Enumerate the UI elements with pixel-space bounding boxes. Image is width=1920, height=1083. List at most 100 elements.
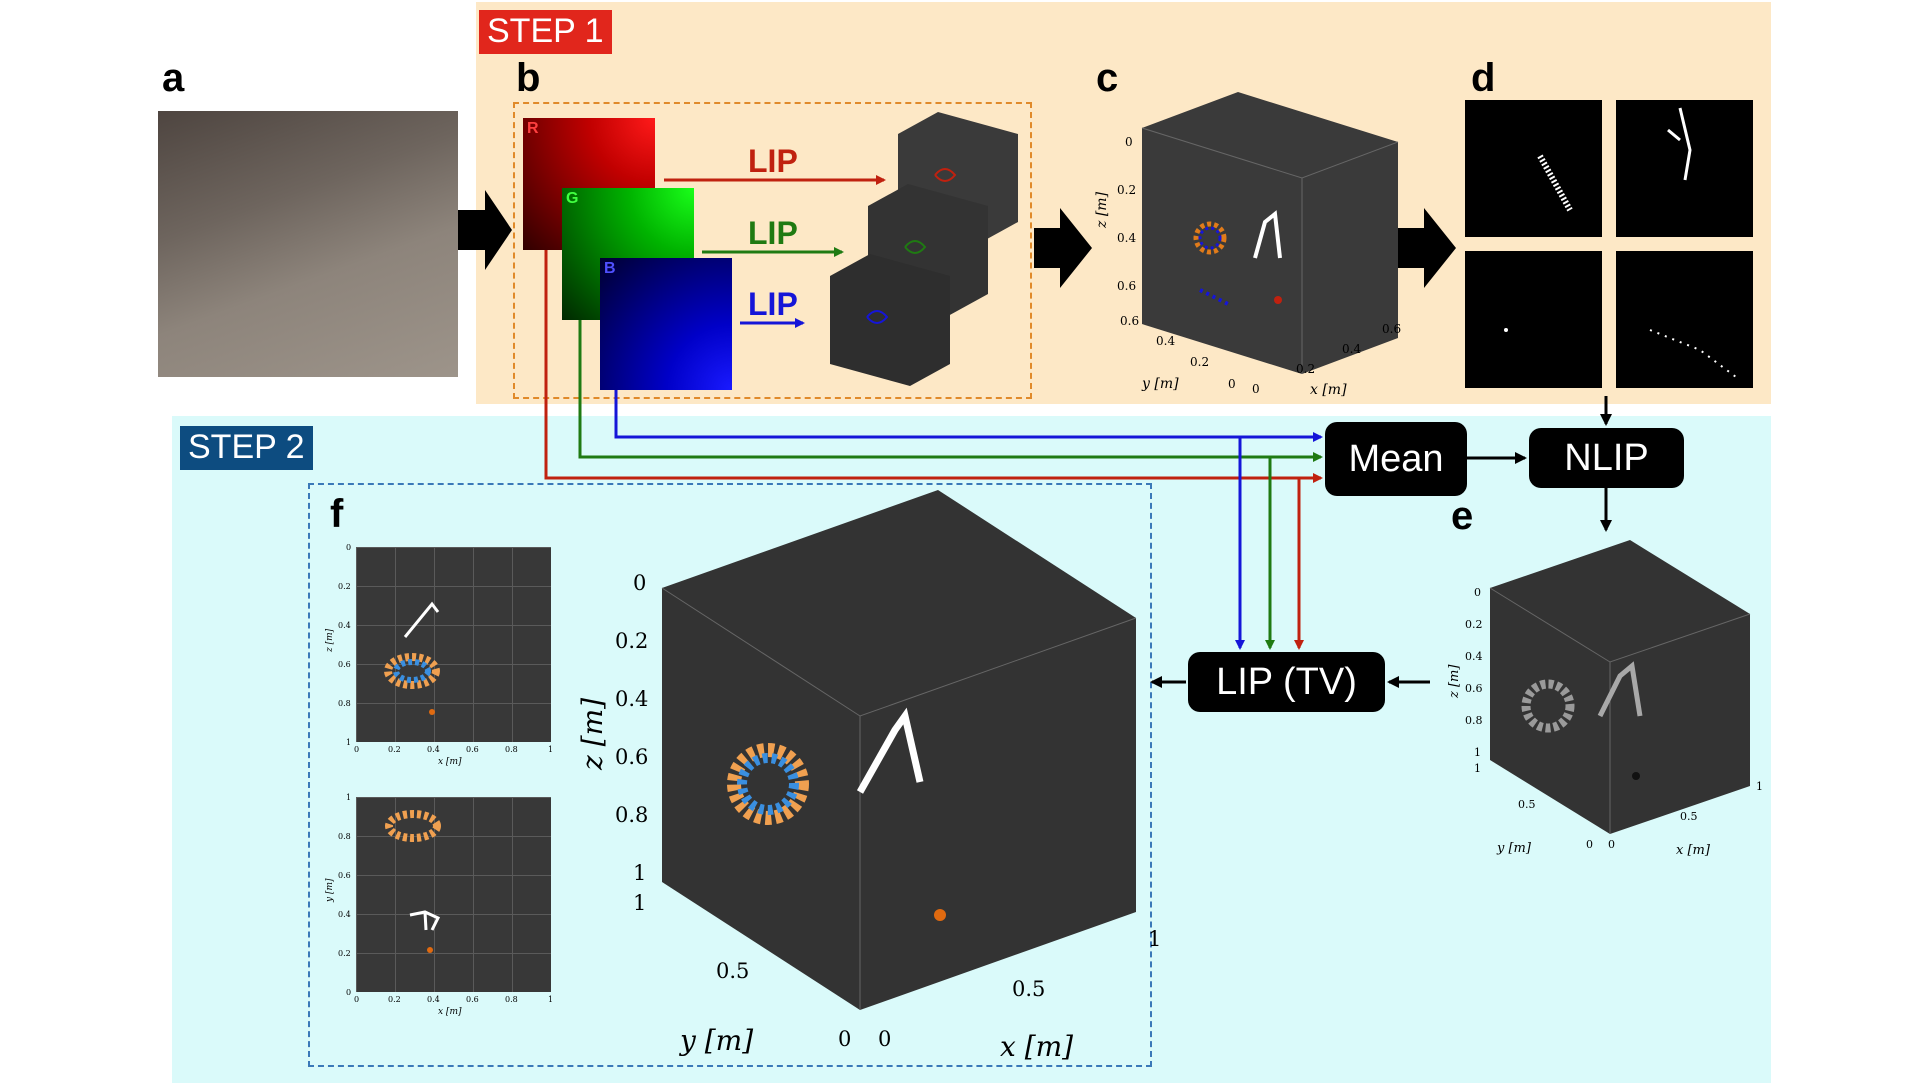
svg-text:0.4: 0.4: [615, 687, 648, 711]
route-blue-to-mean: [614, 390, 1323, 442]
projection-plot-xz: [356, 547, 551, 742]
step2-badge: STEP 2: [180, 426, 313, 470]
svg-text:0.6: 0.6: [338, 660, 351, 669]
svg-text:x [m]: x [m]: [1000, 1030, 1073, 1063]
result-box: [308, 483, 1152, 1067]
svg-text:0.4: 0.4: [427, 745, 440, 754]
mask-tile-1: [1465, 100, 1602, 237]
cube-e: [1489, 540, 1751, 834]
svg-text:0.5: 0.5: [1518, 798, 1536, 811]
svg-text:0: 0: [354, 995, 359, 1004]
route-red-to-mean: [544, 250, 1323, 483]
svg-text:0: 0: [838, 1027, 851, 1051]
svg-text:0.8: 0.8: [505, 995, 518, 1004]
svg-text:0.6: 0.6: [466, 745, 479, 754]
svg-text:1: 1: [1474, 762, 1481, 775]
svg-text:0.5: 0.5: [716, 959, 749, 983]
svg-text:0: 0: [1586, 838, 1593, 851]
svg-text:1: 1: [346, 738, 351, 747]
step1-badge: STEP 1: [479, 10, 612, 54]
svg-text:x [m]: x [m]: [438, 1007, 462, 1017]
svg-text:1: 1: [548, 995, 553, 1004]
big-arrow-a-to-b: [458, 190, 512, 270]
lip-label-blue: LIP: [748, 286, 798, 322]
lip-stage-box: [513, 102, 1032, 399]
svg-text:0.4: 0.4: [338, 910, 351, 919]
svg-text:0: 0: [1125, 135, 1133, 149]
svg-text:0.6: 0.6: [466, 995, 479, 1004]
svg-text:0.5: 0.5: [1680, 810, 1698, 823]
svg-text:0: 0: [1228, 377, 1236, 391]
svg-text:z [m]: z [m]: [325, 628, 335, 653]
lip-output-cubes: [830, 112, 1018, 386]
svg-text:0.2: 0.2: [1117, 183, 1136, 197]
lip-tv-box: LIP (TV): [1188, 652, 1385, 712]
mask-content: [1504, 107, 1741, 381]
svg-text:0.6: 0.6: [1117, 279, 1136, 293]
green-channel-label: G: [566, 190, 579, 207]
svg-text:x [m]: x [m]: [1676, 843, 1711, 858]
lip-label-red: LIP: [748, 143, 798, 179]
svg-text:0.8: 0.8: [505, 745, 518, 754]
svg-text:0.2: 0.2: [388, 745, 401, 754]
svg-text:0.5: 0.5: [1012, 977, 1045, 1001]
cube-f: [661, 490, 1137, 1010]
panel-label-f: f: [330, 492, 344, 536]
mask-tile-3: [1465, 251, 1602, 388]
cube-c: [1141, 92, 1399, 374]
svg-text:0: 0: [1608, 838, 1615, 851]
svg-text:0.8: 0.8: [615, 803, 648, 827]
projection-xz-points: [384, 601, 440, 715]
svg-text:0.4: 0.4: [1342, 342, 1361, 356]
svg-text:z [m]: z [m]: [1094, 191, 1110, 229]
svg-text:0: 0: [346, 988, 351, 997]
svg-text:0.6: 0.6: [1382, 322, 1401, 336]
svg-text:y [m]: y [m]: [1141, 376, 1179, 392]
svg-text:0.2: 0.2: [615, 629, 648, 653]
route-green-to-mean: [578, 320, 1323, 462]
mask-tile-4: [1616, 251, 1753, 388]
svg-text:0.8: 0.8: [338, 699, 351, 708]
panel-label-a: a: [162, 56, 185, 100]
svg-text:z [m]: z [m]: [576, 698, 609, 771]
svg-text:0: 0: [878, 1027, 891, 1051]
nlip-box: NLIP: [1529, 428, 1684, 488]
svg-text:0.6: 0.6: [615, 745, 648, 769]
svg-text:0.6: 0.6: [1120, 314, 1139, 328]
lip-label-green: LIP: [748, 215, 798, 251]
big-arrow-c-to-d: [1398, 208, 1456, 288]
projection-plot-xy: [356, 797, 551, 992]
projection-xy-points: [385, 810, 441, 953]
svg-text:0.6: 0.6: [338, 871, 351, 880]
svg-text:0.4: 0.4: [427, 995, 440, 1004]
svg-text:0.8: 0.8: [338, 832, 351, 841]
svg-text:1: 1: [633, 891, 646, 915]
svg-text:0.4: 0.4: [338, 621, 351, 630]
panel-label-b: b: [516, 56, 541, 100]
svg-text:1: 1: [346, 793, 351, 802]
svg-text:0.4: 0.4: [1117, 231, 1136, 245]
svg-text:x [m]: x [m]: [438, 757, 462, 767]
svg-text:x [m]: x [m]: [1310, 382, 1347, 398]
svg-text:0.2: 0.2: [1296, 362, 1315, 376]
svg-text:1: 1: [548, 745, 553, 754]
svg-text:1: 1: [1474, 746, 1481, 759]
panel-label-e: e: [1451, 494, 1474, 538]
mean-box: Mean: [1325, 422, 1467, 496]
panel-label-c: c: [1096, 56, 1119, 100]
svg-text:0.2: 0.2: [1465, 618, 1483, 631]
svg-text:0.4: 0.4: [1465, 650, 1483, 663]
svg-text:0.8: 0.8: [1465, 714, 1483, 727]
svg-text:1: 1: [1756, 780, 1763, 793]
svg-text:0: 0: [633, 571, 646, 595]
svg-text:1: 1: [1148, 927, 1161, 951]
svg-text:0.2: 0.2: [338, 949, 351, 958]
svg-text:0.2: 0.2: [388, 995, 401, 1004]
svg-text:0.2: 0.2: [338, 582, 351, 591]
svg-text:0: 0: [1474, 586, 1481, 599]
blue-channel-image: B: [600, 258, 732, 390]
svg-text:0: 0: [1252, 382, 1260, 396]
input-image: [158, 111, 458, 377]
svg-text:y [m]: y [m]: [325, 878, 335, 903]
